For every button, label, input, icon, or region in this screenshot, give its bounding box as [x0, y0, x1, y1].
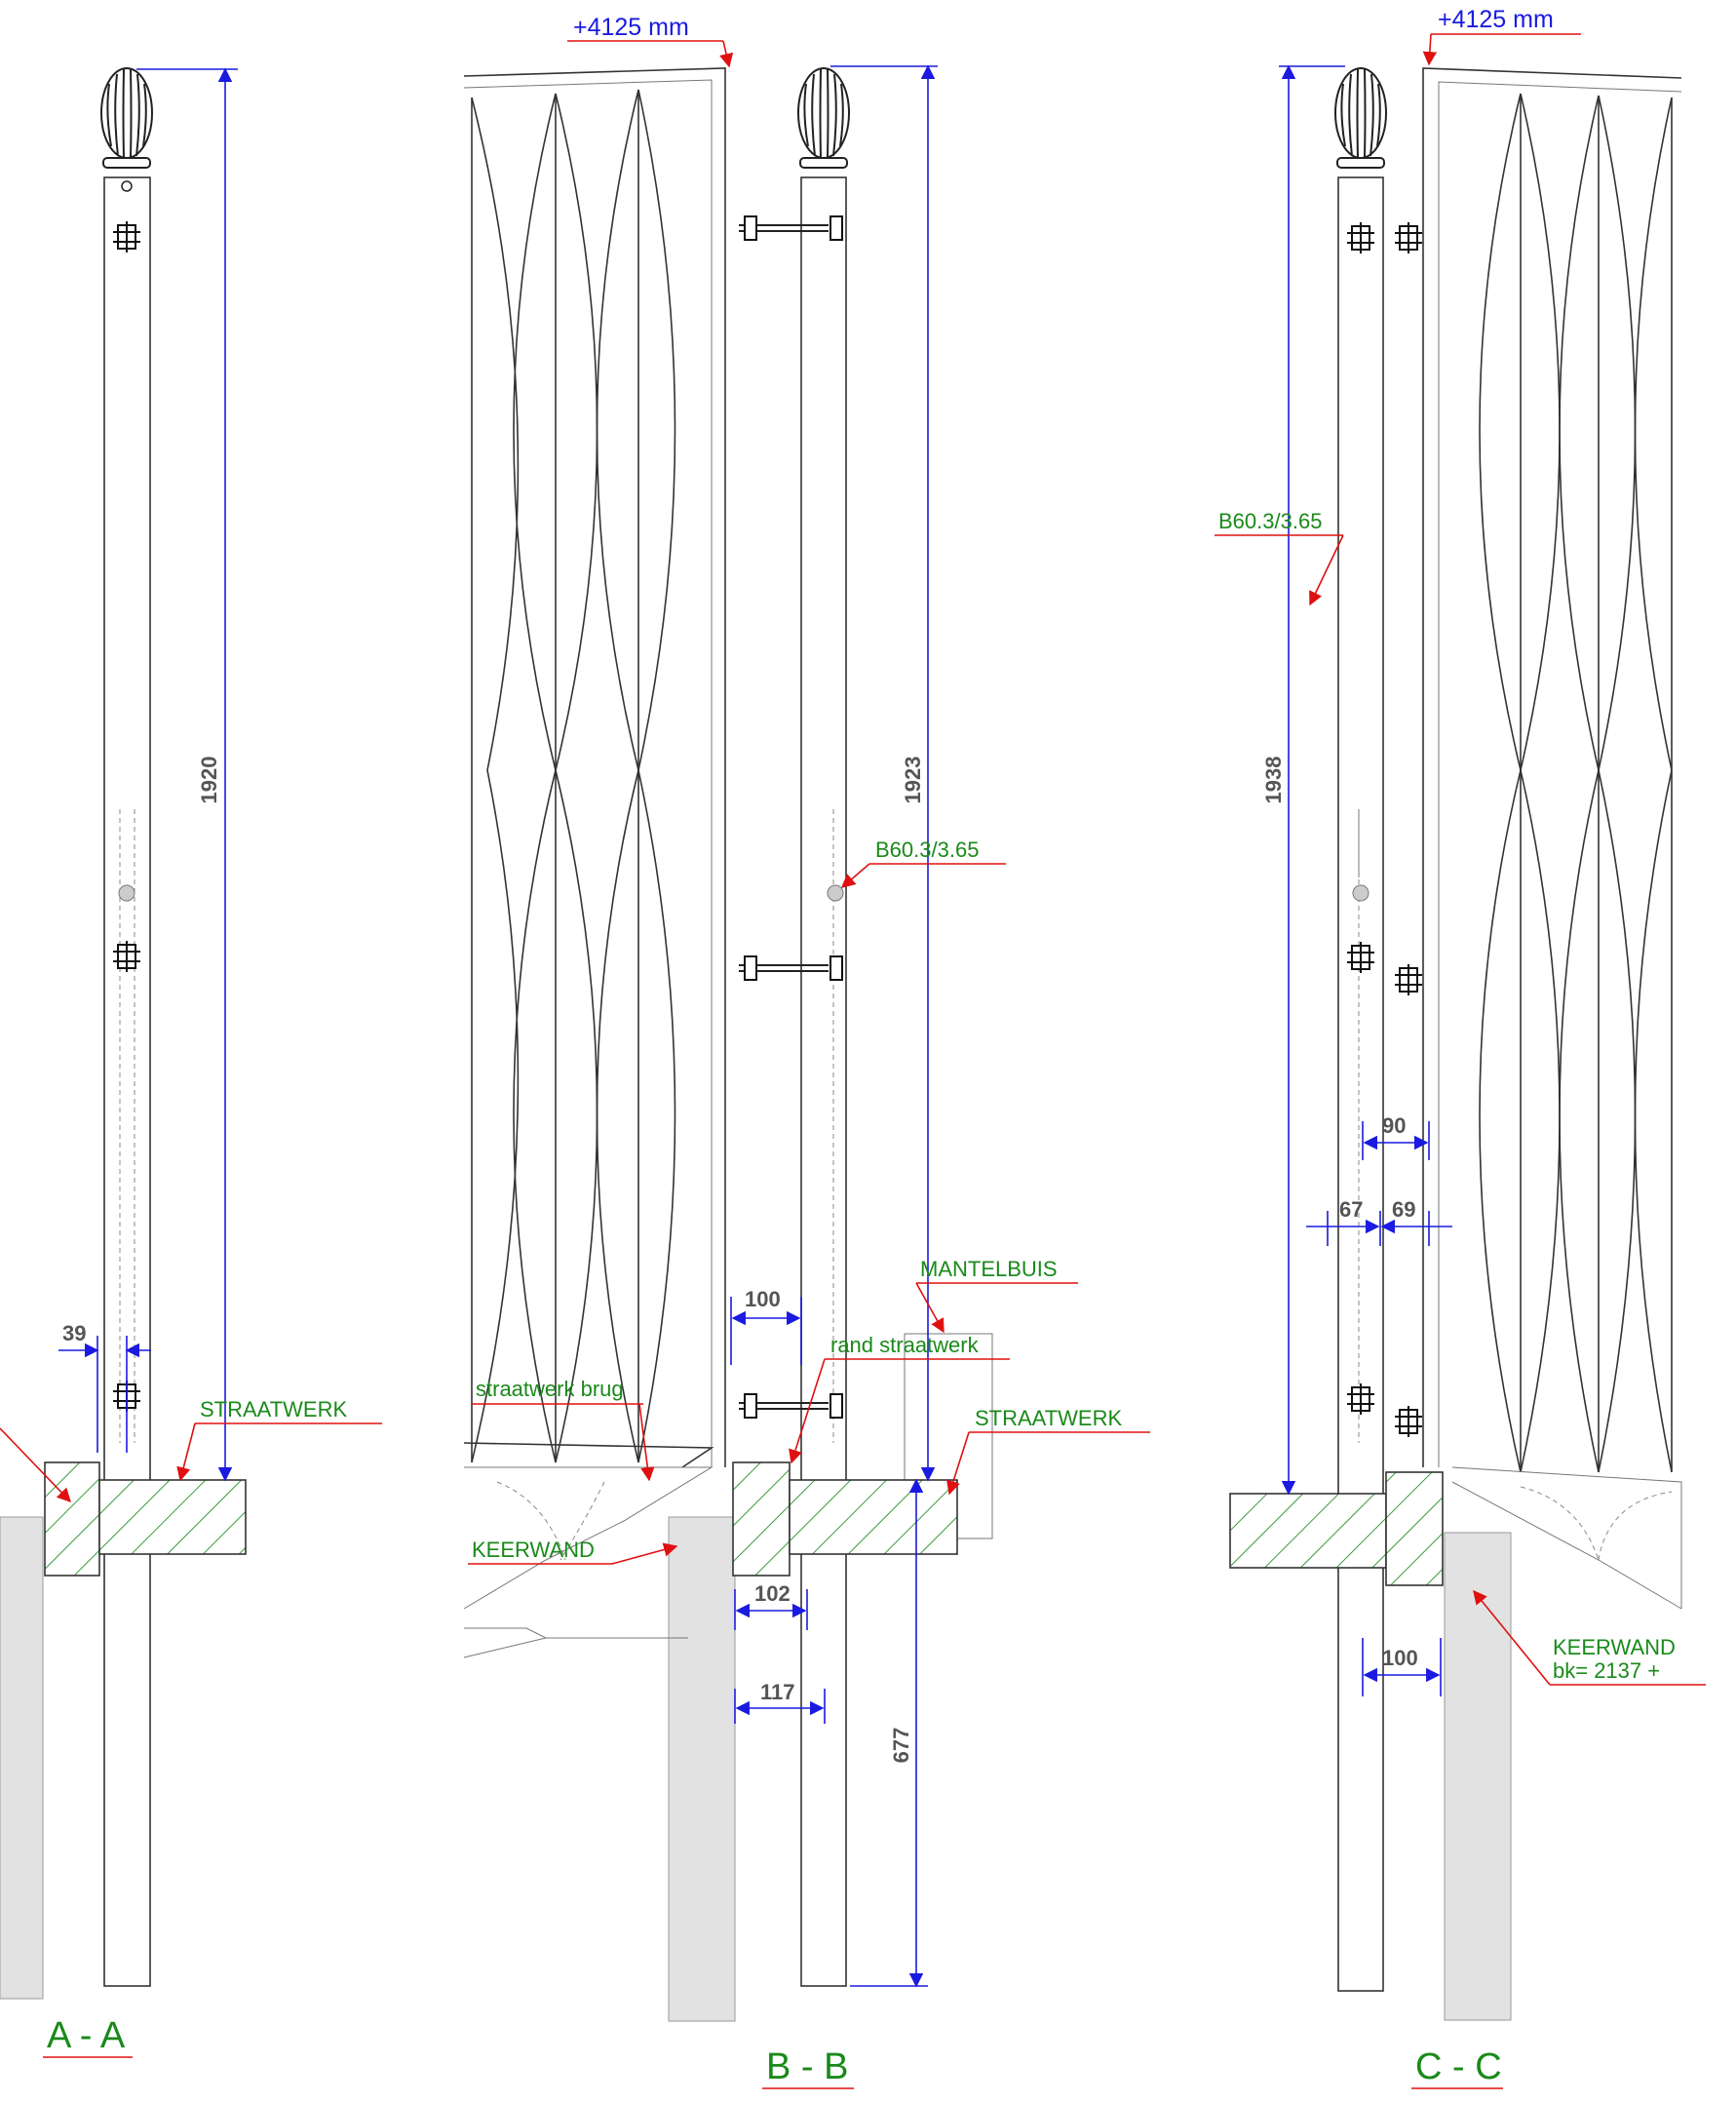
post — [800, 176, 847, 1987]
bolt-icon — [1394, 221, 1423, 254]
dimension-height: 1920 — [197, 757, 221, 804]
section-title: C - C — [1415, 2046, 1502, 2087]
label-bk: bk= 2137 + — [1553, 1658, 1660, 1683]
dimension-69: 69 — [1392, 1197, 1415, 1222]
bolt-icon — [1346, 1383, 1375, 1416]
dimension-height: 1938 — [1261, 757, 1286, 804]
dimension-100: 100 — [745, 1287, 781, 1311]
retaining-wall — [0, 1516, 44, 2000]
bolt-icon — [112, 940, 141, 973]
label-straatwerk: STRAATWERK — [200, 1397, 347, 1421]
finial-icon — [1334, 67, 1387, 169]
label-keerwand: KEERWAND — [472, 1538, 595, 1562]
retaining-wall — [1444, 1532, 1512, 2021]
retaining-wall — [668, 1516, 736, 2022]
dimension-90: 90 — [1382, 1113, 1406, 1138]
pavement-block — [732, 1461, 791, 1577]
bolt-icon — [1394, 963, 1423, 996]
section-aa: 1920 39 STRAATWERK A - A — [0, 67, 382, 2058]
section-title: A - A — [47, 2015, 126, 2056]
hinge-clamp-icon — [738, 215, 843, 241]
label-straatwerk-brug: straatwerk brug — [476, 1377, 624, 1401]
elevation-label: +4125 mm — [573, 14, 689, 41]
pavement-block — [44, 1461, 100, 1577]
label-pipe: B60.3/3.65 — [1218, 509, 1322, 533]
elevation-label: +4125 mm — [1438, 6, 1554, 33]
dimension-67: 67 — [1339, 1197, 1363, 1222]
hinge-clamp-icon — [738, 1393, 843, 1419]
label-straatwerk: STRAATWERK — [975, 1406, 1122, 1430]
section-title: B - B — [766, 2046, 848, 2087]
bolt-icon — [1346, 221, 1375, 254]
label-pipe: B60.3/3.65 — [875, 837, 979, 862]
hinge-clamp-icon — [738, 955, 843, 981]
label-mantelbuis: MANTELBUIS — [920, 1257, 1058, 1281]
finial-icon — [100, 67, 153, 169]
finial-icon — [797, 67, 850, 169]
dimension-100: 100 — [1382, 1646, 1418, 1670]
fence-panel — [463, 67, 726, 1658]
dimension-width: 39 — [62, 1321, 86, 1345]
post — [103, 176, 151, 1987]
pavement-strip — [1229, 1493, 1387, 1569]
dimension-height: 1923 — [901, 757, 925, 804]
section-bb: +4125 mm 1923 677 100 102 117 B60.3/3.65… — [463, 14, 1150, 2089]
pavement-strip — [98, 1479, 247, 1555]
post — [1337, 176, 1384, 1992]
bolt-icon — [1346, 941, 1375, 974]
dimension-below: 677 — [889, 1728, 913, 1764]
section-cc: +4125 mm 1938 90 67 69 100 B60.3/3.65 KE… — [1215, 6, 1706, 2089]
pavement-block — [1385, 1471, 1444, 1586]
label-rand-straatwerk: rand straatwerk — [830, 1333, 980, 1357]
bolt-icon — [112, 220, 141, 253]
dimension-102: 102 — [754, 1581, 791, 1606]
bolt-icon — [1394, 1405, 1423, 1438]
fence-panel — [1422, 67, 1682, 1610]
pavement-strip — [789, 1479, 958, 1555]
label-keerwand: KEERWAND — [1553, 1635, 1676, 1659]
dimension-117: 117 — [760, 1680, 795, 1704]
